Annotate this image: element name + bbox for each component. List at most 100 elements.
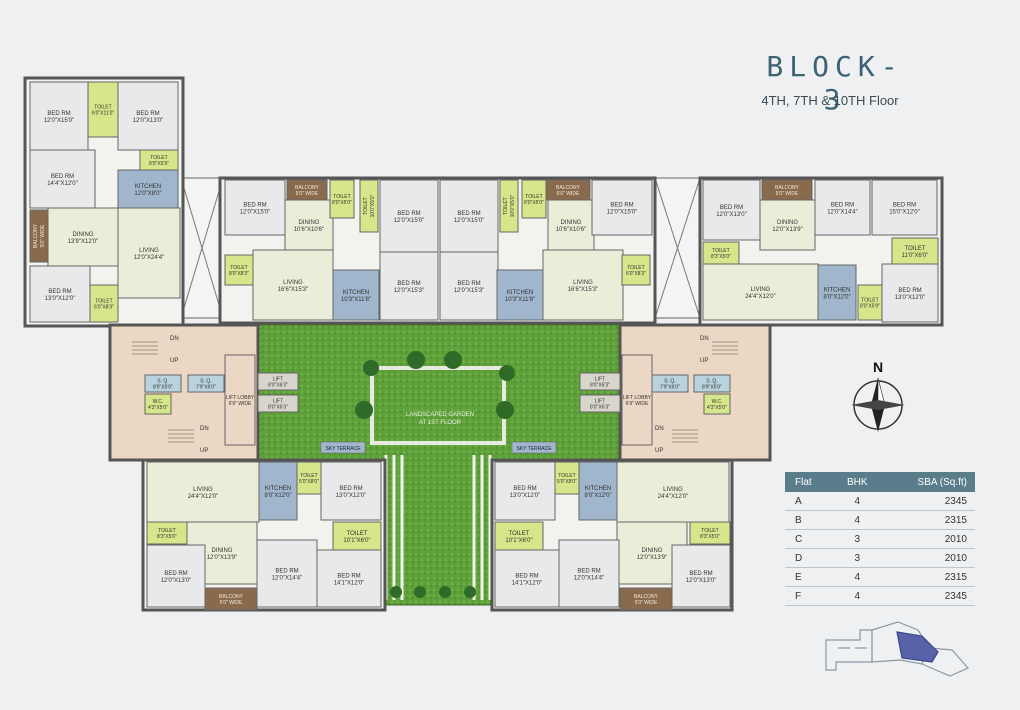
room-size-label: 12'0"X13'0" — [716, 212, 747, 218]
room-shape — [579, 372, 621, 391]
room-shape — [258, 461, 298, 521]
room-size-label: 5'0" WIDE — [635, 600, 658, 606]
room-shape — [547, 199, 595, 251]
table-cell: 4 — [833, 510, 882, 530]
room-size-label: 12'0"X15'3" — [454, 288, 485, 294]
room-size-label: 6'9" WIDE — [626, 401, 649, 407]
room-size-label: 12'0"X13'9" — [772, 227, 803, 233]
room-shape — [284, 199, 334, 251]
room-shape — [252, 249, 334, 321]
table-cell: E — [785, 567, 834, 587]
room-size-label: 7'9"X6'0" — [196, 385, 216, 391]
room-size-label: 10'1"X6'0" — [343, 538, 370, 544]
table-header-sba: SBA (Sq.ft) — [881, 472, 975, 492]
room-shape — [316, 549, 382, 608]
room-shape — [759, 199, 816, 251]
room-name-label: BED RM — [610, 203, 633, 209]
room-shape — [117, 207, 181, 299]
table-cell: 3 — [833, 548, 882, 568]
room-size-label: 5'0" WIDE — [776, 191, 799, 197]
room-name-label: LIFT — [595, 377, 605, 383]
room-shape — [703, 393, 731, 415]
room-name-label: S. Q. — [706, 379, 717, 385]
room-name-label: KITCHEN — [585, 486, 611, 492]
room-name-label: BED RM — [48, 289, 71, 295]
table-row: C 3 2010 — [785, 529, 975, 549]
table-header-flat: Flat — [785, 472, 834, 492]
room-size-label: 10'0"X5'0" — [510, 194, 516, 217]
room-shape — [224, 354, 256, 446]
room-size-label: 8'3"X5'0" — [700, 534, 720, 540]
stair-labels: DN UP DN UP DN UP DN UP — [170, 336, 709, 454]
room-name-label: DINING — [212, 548, 233, 554]
room-name-label: DINING — [73, 232, 94, 238]
room-shape — [47, 207, 119, 267]
room-shape — [146, 544, 206, 608]
room-name-label: TOILET — [333, 194, 350, 200]
room-name-label: BALCONY — [634, 594, 659, 600]
room-shape — [257, 372, 299, 391]
room-name-label: S. Q. — [200, 379, 211, 385]
room-size-label: 8'3"X5'0" — [711, 254, 731, 260]
room-name-label: TOILET — [347, 531, 368, 537]
table-row: E 4 2315 — [785, 567, 975, 587]
room-size-label: 12'0"X14'4" — [574, 576, 605, 582]
room-size-label: 13'0"X12'0" — [336, 493, 367, 499]
table-row: B 4 2315 — [785, 510, 975, 530]
room-name-label: TOILET — [94, 105, 111, 111]
room-size-label: 10'1"X6'0" — [505, 538, 532, 544]
room-shape — [117, 81, 179, 151]
room-size-label: 13'9"X12'0" — [68, 239, 99, 245]
room-size-label: 11'0"X6'0" — [902, 253, 929, 259]
room-size-label: 12'0"X13'0" — [686, 578, 717, 584]
stair-up-label: UP — [200, 448, 208, 454]
room-size-label: 8'3"X5'0" — [157, 534, 177, 540]
room-size-label: 8'9"X5'0" — [702, 385, 722, 391]
room-name-label: BED RM — [275, 569, 298, 575]
table-cell: 2010 — [881, 529, 975, 549]
room-name-label: DINING — [299, 220, 320, 226]
room-name-label: KITCHEN — [265, 486, 291, 492]
room-size-label: 12'0"X14'4" — [272, 576, 303, 582]
room-shape — [857, 284, 883, 321]
room-size-label: 14'4"X12'0" — [47, 181, 78, 187]
room-name-label: BED RM — [51, 174, 74, 180]
key-plan-icon — [825, 621, 969, 677]
room-size-label: 12'0"X13'9" — [637, 555, 668, 561]
room-shape — [89, 284, 119, 323]
room-size-label: 5'0" WIDE — [557, 191, 580, 197]
garden-label-line1: LANDSCAPED GARDEN — [406, 412, 474, 418]
room-name-label: BED RM — [720, 205, 743, 211]
room-shape — [29, 265, 91, 323]
room-shape — [256, 539, 318, 608]
stair-dn-label: DN — [170, 336, 179, 342]
room-size-label: 10'0"X5'0" — [370, 194, 376, 217]
room-name-label: BED RM — [457, 211, 480, 217]
room-size-label: 8'0"X6'3" — [268, 405, 288, 411]
room-name-label: LIFT — [273, 399, 283, 405]
table-cell: B — [785, 510, 834, 530]
room-shape — [693, 374, 731, 393]
room-shape — [814, 179, 871, 236]
room-shape — [187, 374, 225, 393]
